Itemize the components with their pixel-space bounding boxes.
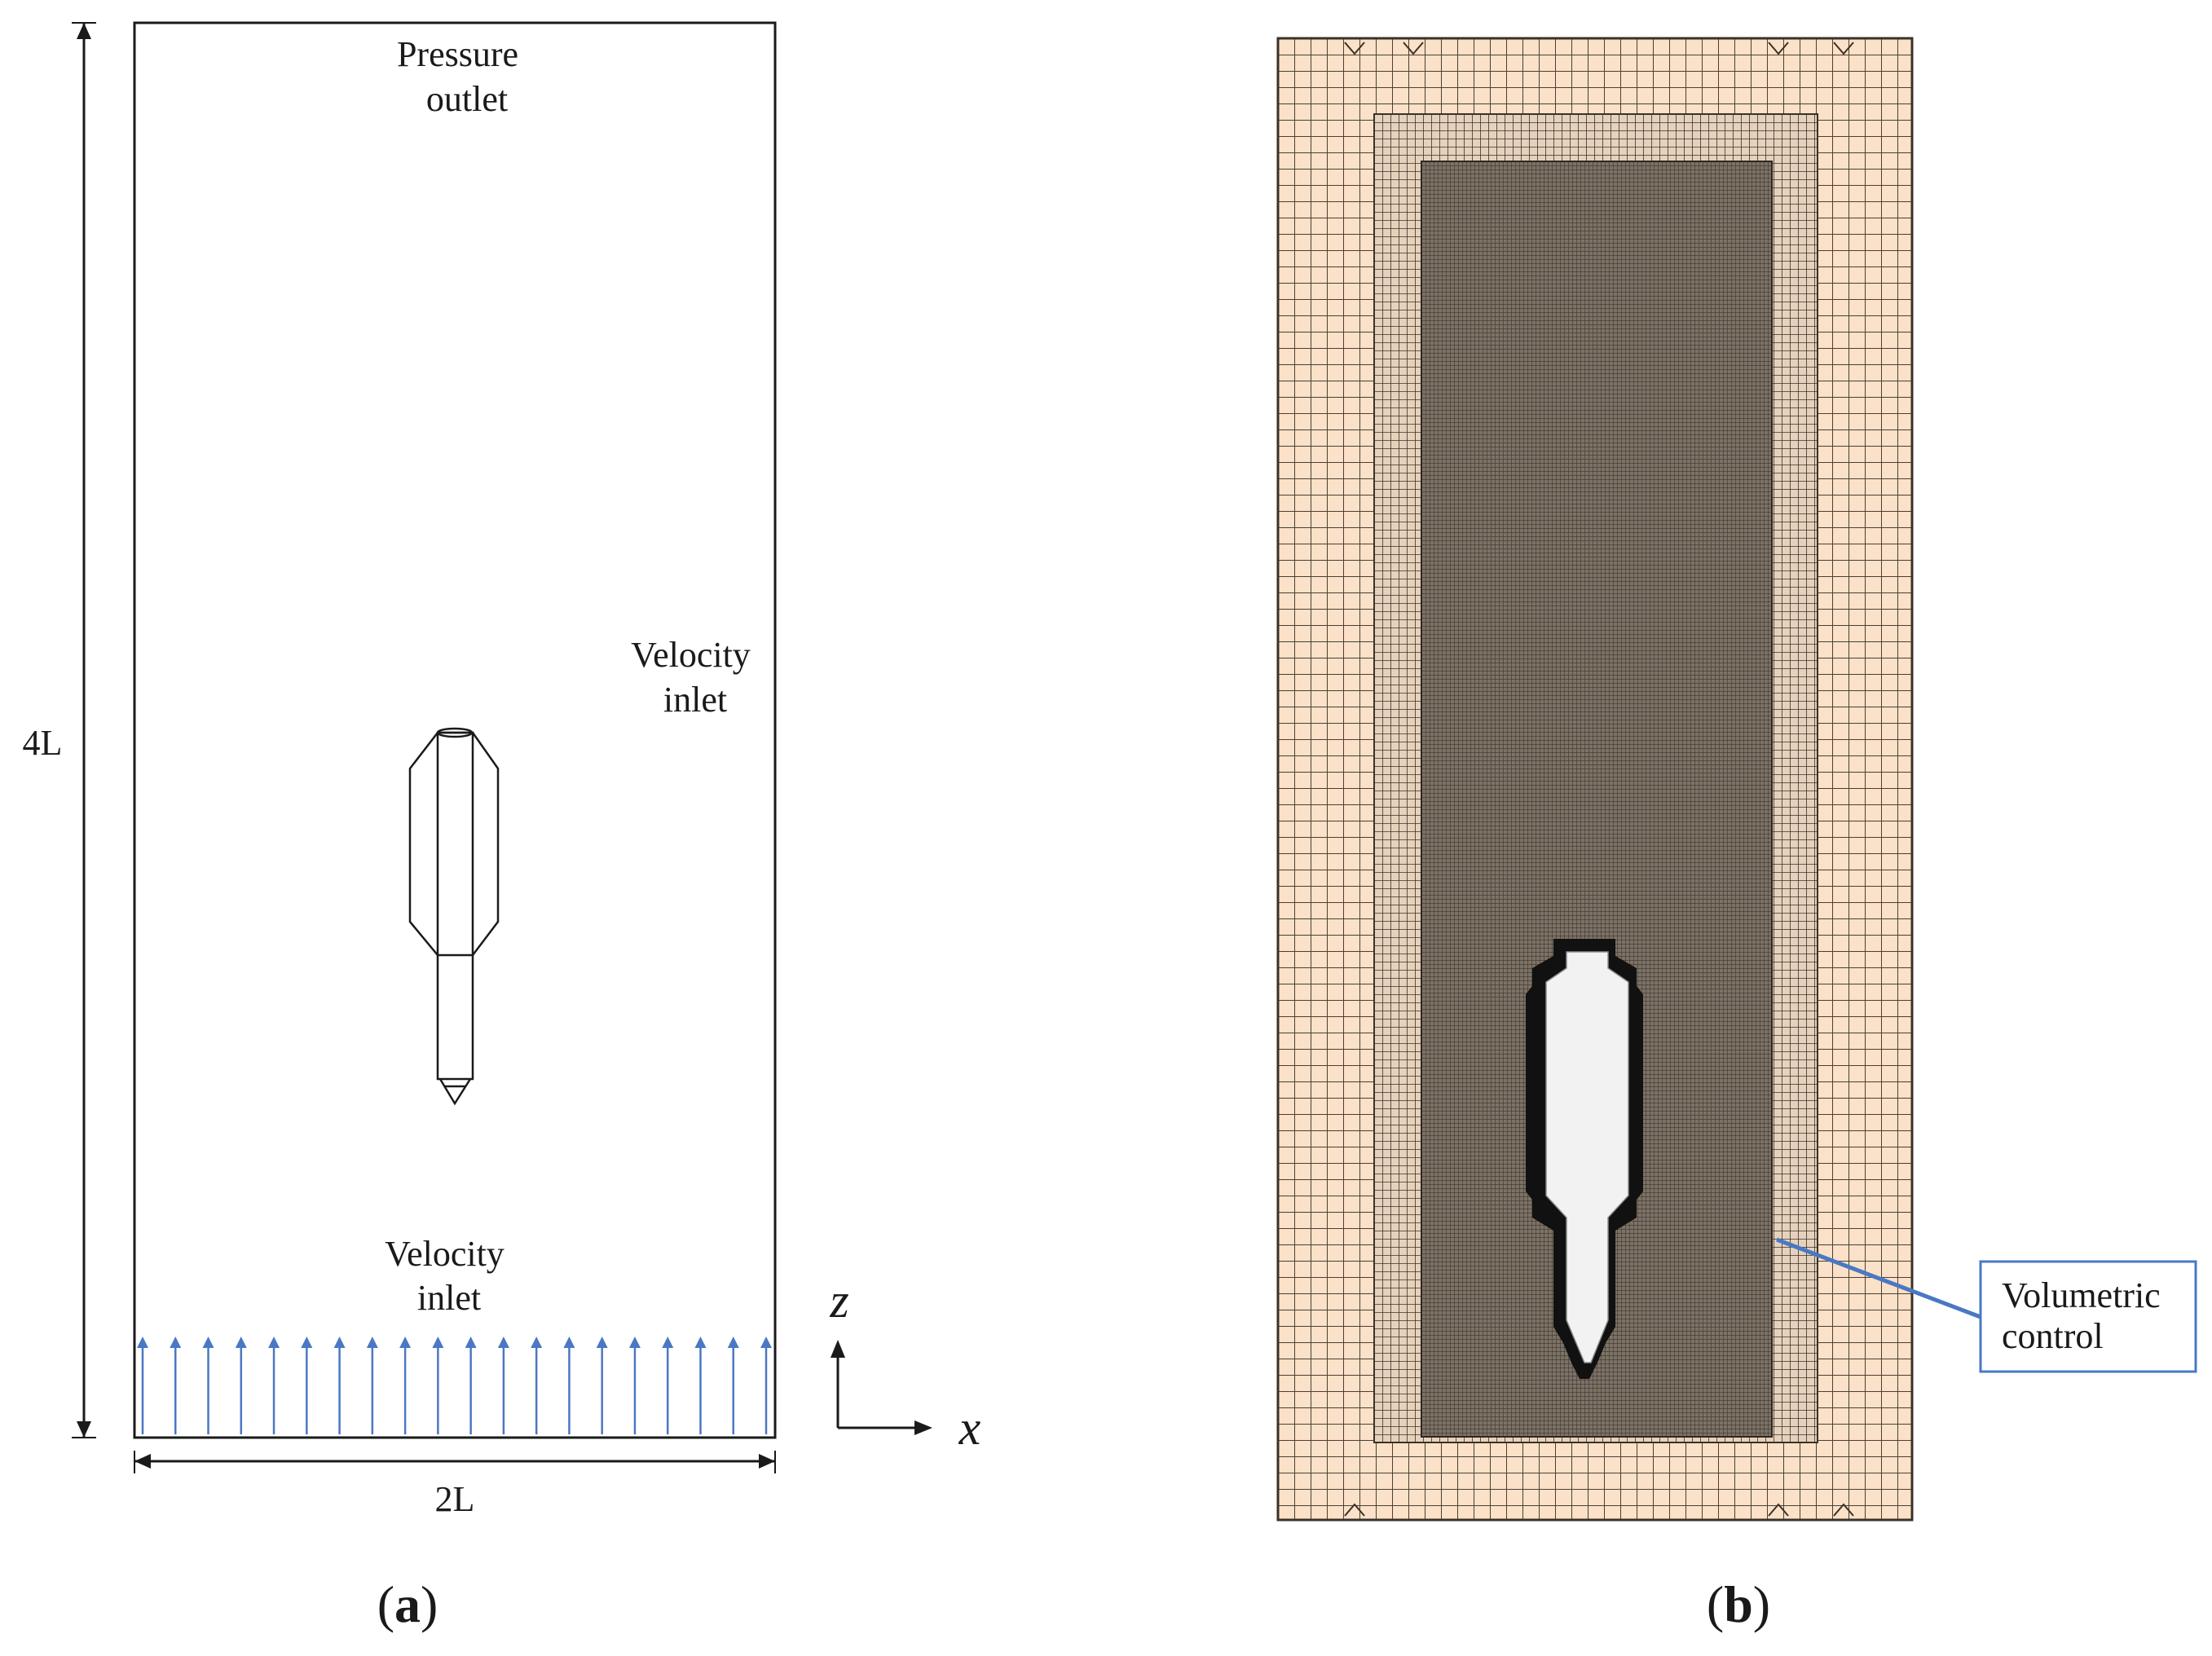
inflow-arrow-head bbox=[137, 1337, 148, 1348]
bottom-velocity-inlet-label: Velocity inlet bbox=[385, 1234, 513, 1318]
height-label: 4L bbox=[23, 723, 63, 763]
inflow-arrow-head bbox=[531, 1337, 543, 1348]
body-cutout bbox=[1545, 951, 1629, 1363]
inflow-arrow-head bbox=[694, 1337, 707, 1348]
inflow-arrow-head bbox=[268, 1337, 280, 1348]
panel-a-caption: (a) bbox=[377, 1575, 438, 1633]
inflow-arrow-head bbox=[366, 1337, 378, 1348]
mesh-corner-marks bbox=[1344, 42, 1854, 1517]
height-dimension bbox=[72, 22, 96, 1438]
pressure-outlet-label: Pressure outlet bbox=[397, 34, 527, 119]
coordinate-axes bbox=[831, 1340, 932, 1435]
panel-b: Volumetric control (b) bbox=[1276, 37, 2197, 1633]
inflow-arrow-head bbox=[333, 1337, 346, 1348]
inflow-arrow-head bbox=[235, 1337, 247, 1348]
axis-z-label: z bbox=[829, 1274, 848, 1328]
width-label: 2L bbox=[435, 1479, 475, 1519]
domain-boundary bbox=[133, 21, 777, 1439]
width-dimension bbox=[134, 1451, 776, 1473]
panel-b-caption: (b) bbox=[1707, 1575, 1770, 1633]
body-outline bbox=[408, 727, 500, 1106]
inflow-arrow-head bbox=[563, 1337, 575, 1348]
inflow-arrow-head bbox=[465, 1337, 477, 1348]
inflow-arrow-head bbox=[170, 1337, 182, 1348]
inflow-arrow-head bbox=[727, 1337, 739, 1348]
inflow-arrow-head bbox=[301, 1337, 313, 1348]
callout-text: Volumetric control bbox=[2002, 1275, 2170, 1356]
inflow-arrow-head bbox=[399, 1337, 412, 1348]
inflow-arrow-head bbox=[596, 1337, 608, 1348]
inflow-arrow-head bbox=[497, 1337, 509, 1348]
axis-x-label: x bbox=[958, 1401, 981, 1455]
inflow-arrow-head bbox=[432, 1337, 444, 1348]
panel-a: 4L 2L Pressure outlet Velocity inlet Vel… bbox=[23, 21, 981, 1633]
inflow-arrow-head bbox=[202, 1337, 214, 1348]
inflow-arrows bbox=[137, 1337, 772, 1434]
inflow-arrow-head bbox=[628, 1337, 641, 1348]
callout-leader-line bbox=[1776, 1237, 1981, 1319]
side-velocity-inlet-label: Velocity inlet bbox=[631, 635, 760, 720]
callout-box bbox=[1979, 1260, 2197, 1373]
inflow-arrow-head bbox=[760, 1337, 772, 1348]
inflow-arrow-head bbox=[662, 1337, 674, 1348]
